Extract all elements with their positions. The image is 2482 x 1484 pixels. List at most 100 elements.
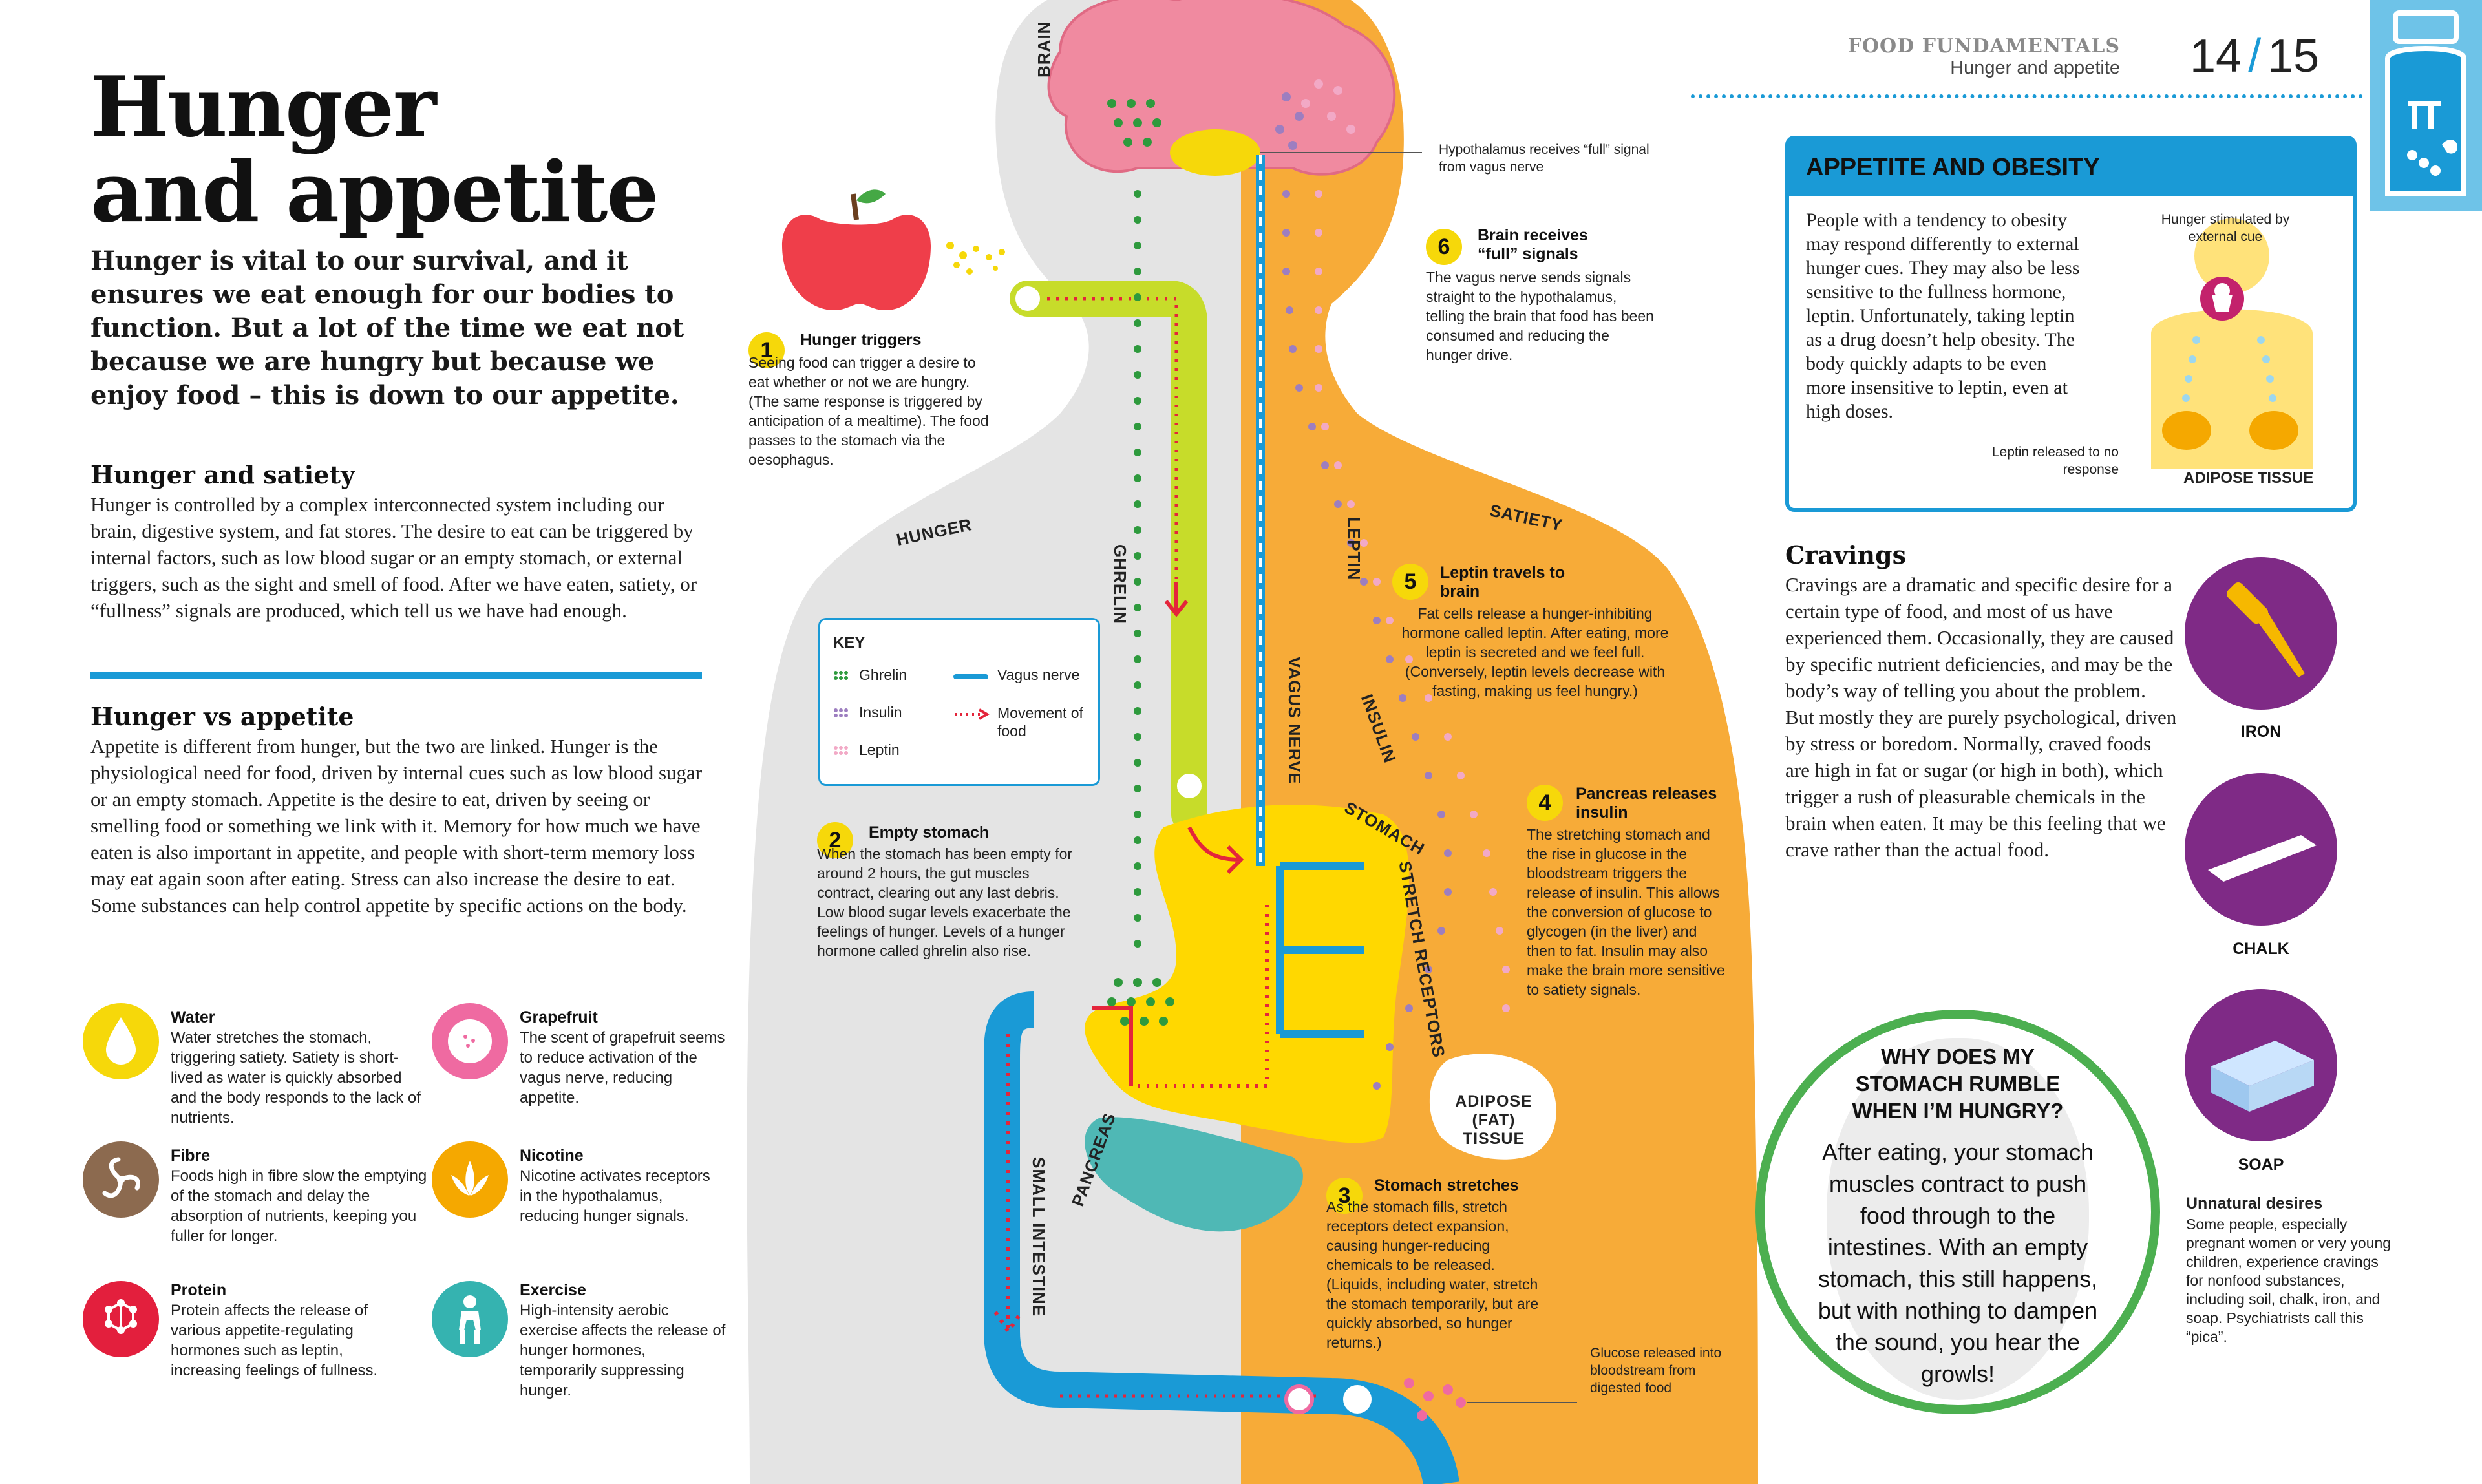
leptin-label: LEPTIN <box>1344 517 1364 581</box>
step-1-number: 1 <box>748 332 785 368</box>
rumble-circle: WHY DOES MY STOMACH RUMBLE WHEN I’M HUNG… <box>1755 1010 2160 1414</box>
key-movement-of-food: Movement of food <box>997 705 1083 739</box>
step-5-body: Fat cells release a hunger-inhibiting ho… <box>1401 605 1669 699</box>
chapter-tab <box>2370 0 2482 211</box>
nicotine-icon <box>432 1141 508 1218</box>
step-6-title: Brain receives “full” signals <box>1478 226 1588 263</box>
unnatural-desires-heading: Unnatural desires <box>2186 1194 2323 1213</box>
hunger-vs-appetite-heading: Hunger vs appetite <box>90 702 354 731</box>
vagus-nerve-label: VAGUS NERVE <box>1285 657 1304 785</box>
step-3-number: 3 <box>1326 1178 1363 1214</box>
pancreas-shape <box>1085 1117 1303 1232</box>
brain-shape <box>1047 0 1396 176</box>
insulin-dots <box>1275 92 1452 1090</box>
running-header: FOOD FUNDAMENTALS Hunger and appetite <box>1848 35 2120 79</box>
page-number-left: 14 <box>2190 30 2242 82</box>
key-leptin: Leptin <box>859 741 900 758</box>
leptin-no-response-note: Leptin released to no response <box>1991 445 2119 477</box>
small-intestine-label: SMALL INTESTINE <box>1029 1157 1048 1317</box>
key-insulin: Insulin <box>859 704 902 721</box>
protein-icon <box>83 1281 159 1357</box>
small-intestine-tube <box>984 991 1459 1484</box>
hunger-satiety-heading: Hunger and satiety <box>90 460 355 489</box>
appetite-obesity-body: People with a tendency to obesity may re… <box>1806 209 2080 422</box>
tip-body-fibre: Foods high in fibre slow the emptying of… <box>171 1167 427 1245</box>
brain-label: BRAIN <box>1034 21 1054 78</box>
appetite-obesity-header-bar <box>1789 140 2353 196</box>
rumble-heading: WHY DOES MY STOMACH RUMBLE WHEN I’M HUNG… <box>1852 1044 2064 1123</box>
chalk-label: CHALK <box>2233 940 2289 958</box>
tip-body-grapefruit: The scent of grapefruit seems to reduce … <box>520 1029 725 1107</box>
cravings-heading: Cravings <box>1785 540 1906 569</box>
appetite-tips-grid: Water Water stretches the stomach, trigg… <box>83 1003 729 1417</box>
tip-title-nicotine: Nicotine <box>520 1147 584 1165</box>
leptin-dots <box>1301 80 1510 1012</box>
title-line-2: and appetite <box>90 144 659 241</box>
glucose-note: Glucose released into bloodstream from d… <box>1590 1346 1722 1395</box>
diagram-key: KEY Ghrelin Insulin Leptin Vagus nerve M… <box>818 618 1100 786</box>
obese-figure <box>2151 218 2313 469</box>
vagus-key-swatch <box>953 674 988 679</box>
intro-paragraph: Hunger is vital to our survival, and it … <box>90 246 684 410</box>
iron-nail-icon <box>2185 557 2337 710</box>
rumble-text-panel <box>1827 1038 2089 1400</box>
oesophagus-tube <box>1010 281 1207 832</box>
tip-title-water: Water <box>171 1008 215 1026</box>
appetite-obesity-box: APPETITE AND OBESITY People with a tende… <box>1785 136 2357 512</box>
exercise-icon <box>432 1281 508 1357</box>
step-4-number: 4 <box>1527 785 1563 821</box>
grapefruit-icon <box>432 1003 508 1079</box>
hypothalamus-shape <box>1170 129 1260 176</box>
tip-body-protein: Protein affects the release of various a… <box>171 1302 378 1379</box>
fibre-icon <box>83 1141 159 1218</box>
apple-illustration <box>782 189 931 310</box>
tip-title-protein: Protein <box>171 1281 227 1299</box>
step-6-number: 6 <box>1426 229 1462 265</box>
appetite-obesity-heading: APPETITE AND OBESITY <box>1806 154 2100 181</box>
leptin-key-swatch <box>833 745 850 756</box>
tip-body-exercise: High-intensity aerobic exercise affects … <box>520 1302 726 1399</box>
section-divider <box>90 672 702 679</box>
soap-label: SOAP <box>2238 1156 2284 1174</box>
step-3-title: Stomach stretches <box>1374 1176 1519 1194</box>
key-vagus-nerve: Vagus nerve <box>997 666 1080 683</box>
step-5-number: 5 <box>1392 564 1428 600</box>
step-1-body: Seeing food can trigger a desire to eat … <box>748 354 989 468</box>
page-numbers: 14/15 <box>2190 30 2319 83</box>
tip-title-exercise: Exercise <box>520 1281 586 1299</box>
bottle-icon <box>2385 10 2466 196</box>
insulin-key-swatch <box>833 708 850 718</box>
iron-label: IRON <box>2240 723 2282 741</box>
ghrelin-key-swatch <box>833 670 850 681</box>
page-title: Hunger and appetite <box>90 59 659 241</box>
header-dotted-rule <box>1691 94 2363 98</box>
step-5-title: Leptin travels to brain <box>1440 564 1565 600</box>
movement-key-arrow-icon <box>953 708 990 721</box>
unnatural-desires-body: Some people, especially pregnant women o… <box>2186 1216 2392 1345</box>
cravings-body: Cravings are a dramatic and specific des… <box>1785 573 2177 861</box>
section-subtitle: Hunger and appetite <box>1950 58 2120 78</box>
key-title: KEY <box>833 634 865 652</box>
adipose-tissue-label: ADIPOSE TISSUE <box>2183 469 2314 487</box>
step-6-body: The vagus nerve sends signals straight t… <box>1426 269 1654 363</box>
tip-title-fibre: Fibre <box>171 1147 211 1165</box>
key-ghrelin: Ghrelin <box>859 666 907 683</box>
ghrelin-dots <box>1107 99 1174 1026</box>
step-2-number: 2 <box>817 822 853 858</box>
soap-icon <box>2185 989 2337 1141</box>
adipose-label: ADIPOSE (FAT) TISSUE <box>1455 1092 1533 1148</box>
step-2-title: Empty stomach <box>869 823 990 842</box>
stomach-shape <box>1085 805 1409 1143</box>
hunger-satiety-body: Hunger is controlled by a complex interc… <box>90 493 697 622</box>
title-line-1: Hunger <box>90 59 436 156</box>
chalk-icon <box>2185 773 2337 926</box>
hypothalamus-note: Hypothalamus receives “full” signal from… <box>1439 142 1649 175</box>
hunger-vs-appetite-body: Appetite is different from hunger, but t… <box>90 735 703 917</box>
water-drop-icon <box>83 1003 159 1079</box>
step-2-body: When the stomach has been empty for arou… <box>817 845 1073 959</box>
step-3-body: As the stomach fills, stretch receptors … <box>1326 1198 1539 1351</box>
rumble-body: After eating, your stomach muscles contr… <box>1818 1139 2098 1387</box>
step-4-title: Pancreas releases insulin <box>1576 785 1717 822</box>
tip-title-grapefruit: Grapefruit <box>520 1008 598 1026</box>
tip-body-nicotine: Nicotine activates receptors in the hypo… <box>520 1167 710 1225</box>
